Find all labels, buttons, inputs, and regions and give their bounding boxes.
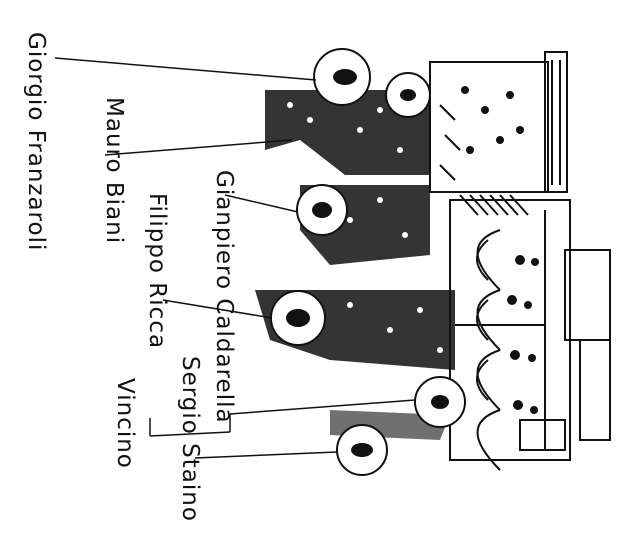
side-tower-lower bbox=[579, 339, 611, 441]
label-giorgio: Giorgio Franzaroli bbox=[23, 32, 49, 252]
label-mauro: Mauro Biani bbox=[101, 97, 127, 245]
window-figures bbox=[461, 86, 539, 414]
label-filippo: Filippo Ricca bbox=[144, 193, 170, 350]
building bbox=[429, 51, 611, 461]
label-vincino: Vincino bbox=[112, 378, 138, 469]
side-tower bbox=[564, 249, 611, 341]
building-roof-band bbox=[544, 51, 568, 193]
leader-lines bbox=[54, 57, 416, 459]
label-sergio: Sergio Staino bbox=[177, 356, 203, 522]
balcony bbox=[519, 419, 566, 451]
label-gianpiero: Gianpiero Caldarella bbox=[211, 170, 237, 424]
arches bbox=[476, 229, 501, 471]
portrait-faces bbox=[286, 69, 449, 457]
hatching bbox=[439, 104, 529, 216]
